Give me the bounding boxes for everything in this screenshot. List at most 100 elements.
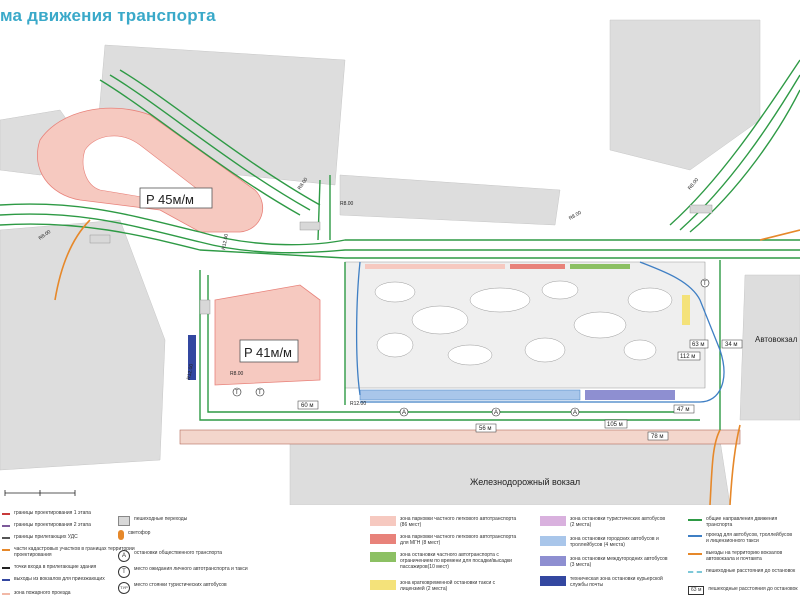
legend-item-uds-border: границы прилегающих УДС <box>2 534 78 540</box>
distance-badge-3-bg <box>604 419 628 429</box>
distance-badge-3: 105 м <box>607 422 623 428</box>
legend-item-exits: выходы из вокзалов для приезжающих <box>2 576 105 582</box>
intercity-bus-strip <box>585 390 675 400</box>
distance-badge-2-bg <box>475 423 497 433</box>
legend-item-entry-points: точки входа в прилегающие здания <box>2 564 96 570</box>
legend-item-stage1-border: границы проектирования 1 этапа <box>2 510 91 516</box>
parking-north-label-box <box>139 187 213 209</box>
stop-t-2-letter: T <box>235 390 239 396</box>
green-strip-top <box>570 264 630 269</box>
road-width-9: R8.00 <box>687 177 700 191</box>
legend-swatch-private-parking <box>370 516 396 526</box>
stop-symbols: A A A T T T <box>232 278 710 417</box>
distance-badge-5-bg <box>673 404 695 414</box>
stop-t-1-letter: T <box>703 281 707 287</box>
legend: границы проектирования 1 этапа границы п… <box>0 506 800 600</box>
distance-badge-1: 60 м <box>301 403 313 409</box>
road-width-4: R12.00 <box>350 401 366 407</box>
distance-badge-6-bg <box>689 339 709 349</box>
road-width-7: R12.00 <box>186 363 195 380</box>
legend-entry-points-label: точки входа в прилегающие здания <box>14 564 97 570</box>
distance-badge-6: 63 м <box>692 342 704 348</box>
legend-fire-lane-label: зона пожарного проезда <box>14 590 71 596</box>
legend-item-access: выезды на территорию вокзалов автовокзал… <box>688 550 796 562</box>
legend-item-intercity-bus: зона остановки междугородних автобусов (… <box>540 556 670 568</box>
city-bus-strip <box>359 389 581 401</box>
building-west <box>0 219 166 471</box>
building-northeast <box>609 19 761 171</box>
legend-stop-tur-label: место стоянки туристических автобусов <box>134 582 227 588</box>
building-rail-station <box>289 439 731 505</box>
legend-exits-label: выходы из вокзалов для приезжающих <box>14 576 105 582</box>
legend-item-city-bus: зона остановки городских автобусов и тро… <box>540 536 670 548</box>
legend-walk-line-label: пешеходные расстояния до остановок <box>706 568 796 574</box>
bus-routes <box>355 261 725 403</box>
legend-stop-t-symbol: T <box>118 566 130 578</box>
parking-south-label-box <box>239 339 299 363</box>
legend-stop-a-label: остановки общественного транспорта <box>134 550 222 556</box>
legend-item-stage2-border: границы проектирования 2 этапа <box>2 522 91 528</box>
legend-stop-tur-symbol: TУР <box>118 582 130 594</box>
distance-badge-2: 56 м <box>479 426 491 432</box>
stop-t-1 <box>700 278 710 288</box>
distance-badge-1-bg <box>297 400 319 410</box>
plaza-islands <box>374 280 673 366</box>
legend-general-flow-label: общие направления движения транспорта <box>706 516 778 528</box>
legend-item-dropoff: зона остановки частного автотранспорта с… <box>370 552 520 570</box>
legend-stage1-label: границы проектирования 1 этапа <box>14 510 91 516</box>
legend-item-private-parking: зона парковки частного легкового автотра… <box>370 516 520 528</box>
courier-strip <box>188 335 196 380</box>
legend-walk-badge: 63 м <box>688 586 705 595</box>
legend-traffic-light-label: светофор <box>128 530 151 536</box>
legend-item-stop-a: A остановки общественного транспорта <box>118 550 222 562</box>
legend-taxi-label: зона кратковременной остановки такси с л… <box>400 580 496 592</box>
legend-item-stop-t: T место ожидания личного автотранспорта … <box>118 566 248 578</box>
scale-bar <box>4 490 76 496</box>
legend-item-courier: техническая зона остановки курьерской сл… <box>540 576 670 588</box>
legend-stop-a-symbol: A <box>118 550 130 562</box>
legend-intercity-bus-label: зона остановки междугородних автобусов (… <box>570 556 668 568</box>
legend-swatch-mgn-parking <box>370 534 396 544</box>
legend-item-cadastral: части кадастровых участков в границах те… <box>2 546 164 558</box>
legend-swatch-tourist-bus <box>540 516 566 526</box>
building-bus-station <box>739 274 800 421</box>
stop-a-1 <box>399 407 409 417</box>
distance-badge-4-bg <box>647 431 669 441</box>
stop-a-3-letter: A <box>573 410 577 416</box>
stop-t-3-letter: T <box>258 390 262 396</box>
central-plaza <box>344 261 706 389</box>
legend-swatch-intercity-bus <box>540 556 566 566</box>
traffic-flows-general <box>0 59 800 430</box>
legend-uds-label: границы прилегающих УДС <box>14 534 78 540</box>
legend-swatch-courier <box>540 576 566 586</box>
legend-walk-badge-label: пешеходные расстояния до остановок <box>708 586 798 592</box>
stop-t-3 <box>255 387 265 397</box>
legend-item-stop-tur: TУР место стоянки туристических автобусо… <box>118 582 227 594</box>
tourist-bus-strip-top <box>510 264 565 269</box>
legend-item-bus-lane: проезд для автобусов, троллейбусов и лиц… <box>688 532 796 544</box>
legend-swatch-city-bus <box>540 536 566 546</box>
road-width-5: R8.00 <box>568 210 583 222</box>
legend-swatch-taxi <box>370 580 396 590</box>
legend-bus-lane-label: проезд для автобусов, троллейбусов и лиц… <box>706 532 793 544</box>
legend-item-walk-line: пешеходные расстояния до остановок <box>688 568 795 574</box>
distance-badge-8: 34 м <box>725 342 737 348</box>
stop-a-2 <box>491 407 501 417</box>
parking-north-label: P 45м/м <box>146 192 194 207</box>
legend-item-walk-badge: 63 м пешеходные расстояния до остановок <box>688 586 798 595</box>
legend-item-taxi: зона кратковременной остановки такси с л… <box>370 580 520 592</box>
building-north-center <box>339 174 561 226</box>
distance-badge-7: 112 м <box>680 354 695 360</box>
distance-badge-4: 78 м <box>651 434 663 440</box>
legend-item-crossings: пешеходные переходы <box>118 516 187 526</box>
legend-stop-t-label: место ожидания личного автотранспорта и … <box>134 566 248 572</box>
road-width-8: R8.00 <box>230 371 244 377</box>
legend-item-mgn-parking: зона парковки частного легкового автотра… <box>370 534 520 546</box>
legend-stage2-label: границы проектирования 2 этапа <box>14 522 91 528</box>
distance-badge-7-bg <box>677 351 701 361</box>
bus-station-label: Автовокзал <box>755 335 798 344</box>
transport-scheme-map: P 45м/м P 41м/м <box>0 19 800 505</box>
rail-station-label: Железнодорожный вокзал <box>470 477 580 487</box>
legend-city-bus-label: зона остановки городских автобусов и тро… <box>570 536 659 548</box>
taxi-yellow-strip <box>682 295 690 325</box>
